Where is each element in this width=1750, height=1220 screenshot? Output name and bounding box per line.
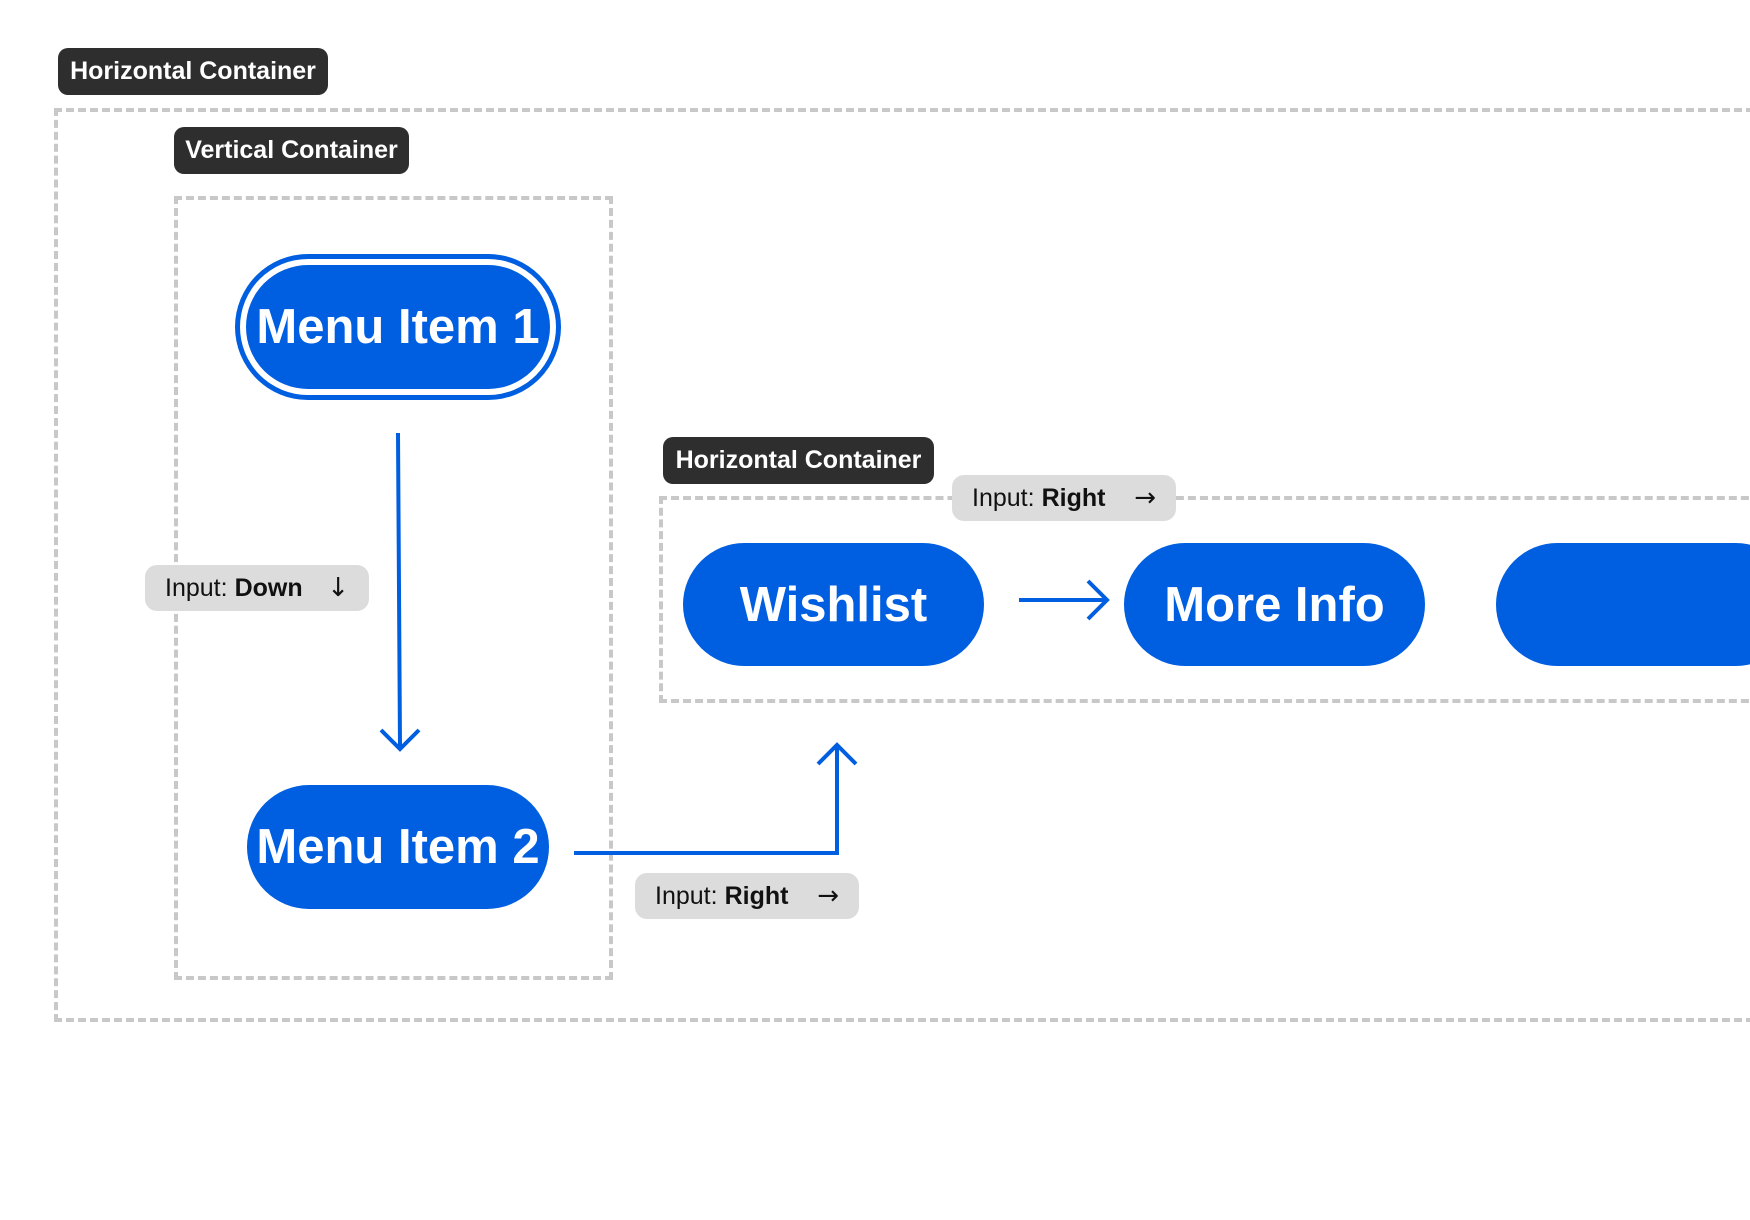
input-right-bottom-direction: Right (724, 881, 789, 910)
vertical-container-tag: Vertical Container (174, 127, 409, 174)
down-arrow-line (396, 432, 402, 749)
elbow-arrow-head (816, 742, 858, 766)
outer-container-tag: Horizontal Container (58, 48, 328, 95)
menu-item-2-button[interactable]: Menu Item 2 (247, 785, 549, 909)
arrow-down-icon: ↓ (327, 573, 349, 603)
more-info-button[interactable]: More Info (1124, 543, 1425, 666)
inner-container-tag: Horizontal Container (663, 437, 934, 484)
third-item-button[interactable] (1496, 543, 1750, 666)
input-right-bottom-prefix: Input: (655, 881, 718, 910)
input-right-bottom-chip: Input: Right → (635, 873, 859, 919)
down-arrow-head (379, 728, 421, 752)
input-down-chip: Input: Down ↓ (145, 565, 369, 611)
input-down-direction: Down (234, 573, 303, 602)
input-right-top-prefix: Input: (972, 483, 1035, 512)
right-arrow-head (1086, 579, 1110, 621)
input-right-top-direction: Right (1041, 483, 1106, 512)
elbow-arrow-line (574, 745, 839, 855)
arrow-right-icon: → (1134, 483, 1156, 513)
outer-horizontal-container (54, 108, 1750, 1022)
menu-item-1-button[interactable]: Menu Item 1 (246, 265, 550, 389)
arrow-right-icon: → (817, 881, 839, 911)
input-down-prefix: Input: (165, 573, 228, 602)
input-right-top-chip: Input: Right → (952, 475, 1176, 521)
wishlist-button[interactable]: Wishlist (683, 543, 984, 666)
inner-horizontal-container (659, 496, 1750, 703)
